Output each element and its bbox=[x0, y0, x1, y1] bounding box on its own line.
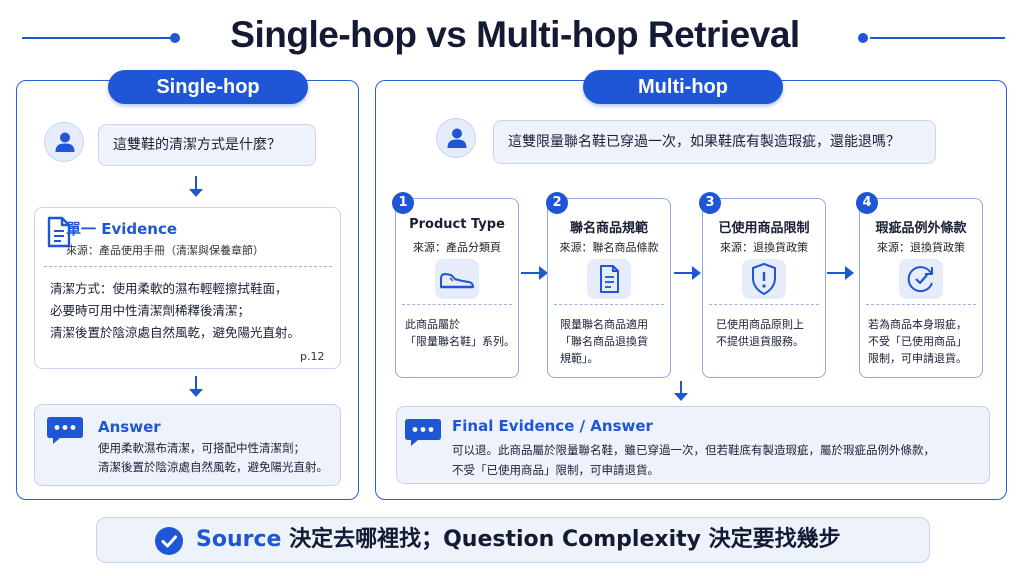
page-number: p.12 bbox=[300, 350, 325, 363]
shield-alert-icon bbox=[742, 259, 786, 299]
step-number: 3 bbox=[699, 192, 721, 214]
evidence-body: 清潔方式：使用柔軟的濕布輕輕擦拭鞋面， 必要時可用中性清潔劑稀釋後清潔； 清潔後… bbox=[50, 278, 335, 344]
step-source: 來源：退換貨政策 bbox=[877, 241, 965, 254]
step-text: 此商品屬於 「限量聯名鞋」系列。 bbox=[405, 316, 523, 350]
evidence-line: 必要時可用中性清潔劑稀釋後清潔； bbox=[50, 303, 251, 318]
summary-source-desc: 決定去哪裡找； bbox=[281, 527, 444, 552]
title-line-left bbox=[22, 37, 172, 39]
answer-body: 使用柔軟濕布清潔，可搭配中性清潔劑； 清潔後置於陰涼處自然風乾，避免陽光直射。 bbox=[98, 439, 338, 477]
title-row: Single-hop vs Multi-hop Retrieval bbox=[0, 12, 1024, 62]
divider bbox=[866, 304, 976, 305]
final-answer-title: Final Evidence / Answer bbox=[452, 417, 653, 435]
right-arrow-icon bbox=[521, 266, 549, 280]
summary-complexity-desc: 決定要找幾步 bbox=[700, 527, 841, 552]
step-source: 來源：退換貨政策 bbox=[720, 241, 808, 254]
down-arrow-icon bbox=[674, 381, 688, 403]
single-answer-card bbox=[34, 404, 341, 486]
step-line: 不提供退貨服務。 bbox=[716, 335, 804, 348]
title-line-right bbox=[870, 37, 1005, 39]
step-source: 來源：產品分類頁 bbox=[413, 241, 501, 254]
final-line: 可以退。此商品屬於限量聯名鞋，雖已穿過一次，但若鞋底有製造瑕疵，屬於瑕疵品例外條… bbox=[452, 443, 935, 457]
document-icon bbox=[587, 259, 631, 299]
title-dot-left bbox=[170, 33, 180, 43]
summary-text: Source 決定去哪裡找；Question Complexity 決定要找幾步 bbox=[196, 523, 841, 557]
step-line: 此商品屬於 bbox=[405, 318, 460, 331]
step-line: 限制，可申請退貨。 bbox=[868, 352, 967, 365]
multi-hop-label: Multi-hop bbox=[583, 70, 783, 104]
step-text: 若為商品本身瑕疵， 不受「已使用商品」 限制，可申請退貨。 bbox=[868, 316, 986, 367]
step-line: 「限量聯名鞋」系列。 bbox=[405, 335, 515, 348]
summary-banner bbox=[96, 517, 930, 563]
down-arrow-icon bbox=[189, 376, 203, 398]
refresh-check-icon bbox=[899, 259, 943, 299]
evidence-title: 單一 Evidence bbox=[66, 220, 178, 238]
shoe-icon bbox=[435, 259, 479, 299]
summary-source: Source bbox=[196, 527, 282, 552]
final-answer-body: 可以退。此商品屬於限量聯名鞋，雖已穿過一次，但若鞋底有製造瑕疵，屬於瑕疵品例外條… bbox=[452, 440, 982, 480]
right-arrow-icon bbox=[827, 266, 855, 280]
page-title: Single-hop vs Multi-hop Retrieval bbox=[230, 14, 800, 55]
answer-title: Answer bbox=[98, 418, 161, 436]
step-line: 不受「已使用商品」 bbox=[868, 335, 967, 348]
step-title: 已使用商品限制 bbox=[718, 221, 810, 236]
divider bbox=[44, 266, 332, 267]
user-avatar-icon bbox=[436, 118, 476, 158]
user-avatar-icon bbox=[44, 122, 84, 162]
step-title: 聯名商品規範 bbox=[569, 221, 648, 236]
answer-line: 使用柔軟濕布清潔，可搭配中性清潔劑； bbox=[98, 441, 305, 455]
final-evidence-card bbox=[396, 406, 990, 484]
down-arrow-icon bbox=[189, 176, 203, 198]
step-text: 已使用商品原則上 不提供退貨服務。 bbox=[716, 316, 834, 350]
step-number: 1 bbox=[392, 192, 414, 214]
step-line: 限量聯名商品適用 bbox=[560, 318, 648, 331]
step-line: 規範」。 bbox=[560, 352, 599, 365]
divider bbox=[554, 304, 664, 305]
evidence-line: 清潔方式：使用柔軟的濕布輕輕擦拭鞋面， bbox=[50, 281, 288, 296]
answer-line: 清潔後置於陰涼處自然風乾，避免陽光直射。 bbox=[98, 460, 328, 474]
multi-hop-question: 這雙限量聯名鞋已穿過一次，如果鞋底有製造瑕疵，還能退嗎？ bbox=[493, 120, 936, 164]
single-hop-question: 這雙鞋的清潔方式是什麼？ bbox=[98, 124, 316, 166]
right-arrow-icon bbox=[674, 266, 702, 280]
check-circle-icon bbox=[155, 527, 183, 555]
step-source: 來源：聯名商品條款 bbox=[559, 241, 659, 254]
step-title: Product Type bbox=[409, 217, 505, 232]
document-icon bbox=[47, 216, 71, 248]
step-text: 限量聯名商品適用 「聯名商品退換貨 規範」。 bbox=[560, 316, 678, 367]
evidence-source: 來源：產品使用手冊（清潔與保養章節） bbox=[66, 244, 264, 257]
final-line: 不受「已使用商品」限制，可申請退貨。 bbox=[452, 463, 659, 477]
step-line: 已使用商品原則上 bbox=[716, 318, 804, 331]
step-line: 「聯名商品退換貨 bbox=[560, 335, 648, 348]
step-number: 4 bbox=[856, 192, 878, 214]
chat-bubble-icon bbox=[405, 419, 441, 446]
evidence-line: 清潔後置於陰涼處自然風乾，避免陽光直射。 bbox=[50, 325, 301, 340]
single-hop-label: Single-hop bbox=[108, 70, 308, 104]
divider bbox=[402, 304, 512, 305]
summary-complexity: Question Complexity bbox=[443, 527, 701, 552]
divider bbox=[709, 304, 819, 305]
chat-bubble-icon bbox=[47, 417, 83, 444]
step-number: 2 bbox=[546, 192, 568, 214]
step-line: 若為商品本身瑕疵， bbox=[868, 318, 967, 331]
single-evidence-card bbox=[34, 207, 341, 369]
step-title: 瑕疵品例外條款 bbox=[875, 221, 967, 236]
title-dot-right bbox=[858, 33, 868, 43]
